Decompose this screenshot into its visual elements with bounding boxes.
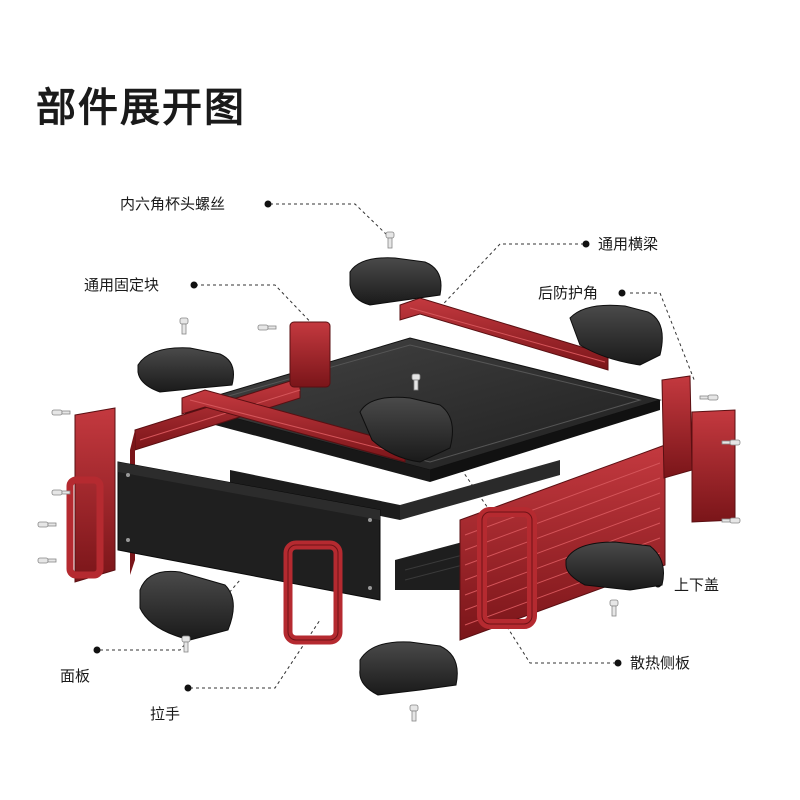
screw-icon: [609, 599, 619, 617]
leader-block: [195, 284, 321, 333]
front-handle-right: [477, 507, 537, 629]
rubber-block-bottom-left: [139, 570, 234, 641]
screw-icon: [37, 521, 57, 528]
leader-heatsink: [489, 599, 616, 664]
front-handle-left: [283, 540, 343, 645]
screw-icon: [257, 324, 277, 331]
label-panel: 面板: [60, 667, 91, 685]
screw-icon: [51, 409, 71, 416]
leader-screw: [270, 203, 389, 237]
rubber-block-top-left: [349, 257, 442, 306]
page-title: 部件展开图: [36, 85, 246, 131]
label-handle: 拉手: [150, 705, 181, 723]
screw-icon: [721, 517, 741, 524]
left-end-bracket-front: [66, 407, 116, 583]
dot-corner: [618, 289, 626, 297]
label-heatsink: 散热侧板: [630, 654, 691, 672]
right-end-bracket-front: [691, 409, 736, 523]
label-cover: 上下盖: [674, 576, 720, 594]
left-end-bracket-back: [289, 321, 331, 388]
label-beam: 通用横梁: [598, 235, 659, 253]
front-beam: [181, 389, 406, 463]
leader-panel: [100, 579, 241, 651]
leader-dots: [93, 200, 662, 692]
label-block: 通用固定块: [84, 276, 160, 294]
front-panel: [117, 461, 381, 601]
label-screw: 内六角杯头螺丝: [120, 195, 226, 213]
right-end-bracket-back: [661, 375, 693, 479]
screw-icon: [699, 394, 719, 401]
right-heatsink-side-panel: [459, 444, 666, 641]
screw-icon: [721, 439, 741, 446]
leader-beam: [429, 243, 584, 319]
rubber-block-center: [359, 396, 453, 463]
rubber-block-top-right: [569, 304, 663, 366]
screw-icon: [181, 635, 191, 653]
dot-handle: [184, 684, 192, 692]
dot-screw: [264, 200, 272, 208]
dot-panel: [93, 646, 101, 654]
dot-beam: [582, 240, 590, 248]
dot-block: [190, 281, 198, 289]
screw-icon: [179, 317, 189, 335]
label-corner: 后防护角: [538, 284, 599, 302]
leader-corner: [630, 292, 696, 383]
rubber-block-bottom-right: [565, 541, 664, 591]
screw-icon: [411, 373, 421, 391]
screw-icon: [51, 489, 71, 496]
dot-heatsink: [614, 659, 622, 667]
rubber-block-bottom-center: [359, 641, 458, 696]
screw-icon: [385, 231, 395, 249]
screw-icon: [409, 704, 419, 722]
rubber-block-mid-left: [137, 347, 234, 393]
screw-icon: [37, 557, 57, 564]
screws: [37, 231, 741, 722]
